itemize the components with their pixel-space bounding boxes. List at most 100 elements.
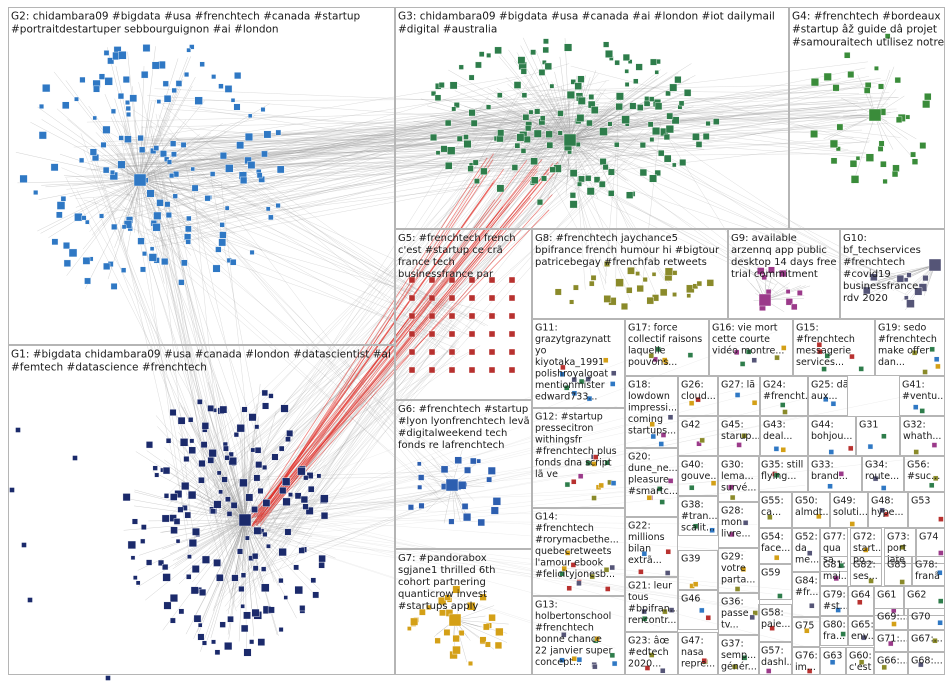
vertex-node[interactable] xyxy=(264,131,271,138)
vertex-node[interactable] xyxy=(232,575,239,582)
vertex-node[interactable] xyxy=(142,251,147,256)
vertex-node[interactable] xyxy=(896,117,902,123)
vertex-node[interactable] xyxy=(191,167,195,171)
vertex-node[interactable] xyxy=(141,71,148,78)
vertex-node[interactable] xyxy=(261,584,269,592)
vertex-node[interactable] xyxy=(215,247,221,253)
vertex-node[interactable] xyxy=(478,519,485,526)
vertex-node[interactable] xyxy=(564,44,572,52)
vertex-node[interactable] xyxy=(171,152,176,157)
vertex-node[interactable] xyxy=(692,133,699,140)
vertex-node[interactable] xyxy=(737,442,742,447)
vertex-node[interactable] xyxy=(246,494,253,501)
vertex-node[interactable] xyxy=(143,44,150,51)
hub-node[interactable] xyxy=(759,294,771,306)
vertex-node[interactable] xyxy=(635,271,639,275)
vertex-node[interactable] xyxy=(187,555,191,559)
vertex-node[interactable] xyxy=(512,165,518,171)
vertex-node[interactable] xyxy=(409,295,415,301)
vertex-node[interactable] xyxy=(675,76,682,83)
vertex-node[interactable] xyxy=(699,608,704,613)
vertex-node[interactable] xyxy=(883,179,888,184)
vertex-node[interactable] xyxy=(189,447,196,454)
vertex-node[interactable] xyxy=(514,82,521,89)
vertex-node[interactable] xyxy=(118,161,126,169)
vertex-node[interactable] xyxy=(650,137,654,141)
vertex-node[interactable] xyxy=(543,47,549,53)
vertex-node[interactable] xyxy=(923,275,929,281)
vertex-node[interactable] xyxy=(450,82,457,89)
vertex-node[interactable] xyxy=(243,612,250,619)
vertex-node[interactable] xyxy=(187,48,191,52)
vertex-node[interactable] xyxy=(436,151,440,155)
vertex-node[interactable] xyxy=(688,353,693,358)
vertex-node[interactable] xyxy=(791,304,797,310)
vertex-node[interactable] xyxy=(913,405,918,410)
vertex-node[interactable] xyxy=(874,66,878,70)
vertex-node[interactable] xyxy=(285,437,290,442)
vertex-node[interactable] xyxy=(935,364,940,369)
vertex-node[interactable] xyxy=(592,496,597,501)
vertex-node[interactable] xyxy=(522,93,527,98)
vertex-node[interactable] xyxy=(444,629,450,635)
vertex-node[interactable] xyxy=(295,493,301,499)
vertex-node[interactable] xyxy=(573,285,578,290)
vertex-node[interactable] xyxy=(848,446,853,451)
vertex-node[interactable] xyxy=(185,512,191,518)
vertex-node[interactable] xyxy=(213,559,220,566)
vertex-node[interactable] xyxy=(540,116,545,121)
vertex-node[interactable] xyxy=(279,548,287,556)
vertex-node[interactable] xyxy=(419,503,425,509)
vertex-node[interactable] xyxy=(219,84,224,89)
vertex-node[interactable] xyxy=(850,522,855,527)
vertex-node[interactable] xyxy=(649,175,656,182)
vertex-node[interactable] xyxy=(172,88,177,93)
vertex-node[interactable] xyxy=(132,519,138,525)
vertex-node[interactable] xyxy=(429,349,435,355)
vertex-node[interactable] xyxy=(146,560,152,566)
vertex-node[interactable] xyxy=(184,72,189,77)
vertex-node[interactable] xyxy=(252,553,258,559)
vertex-node[interactable] xyxy=(237,549,243,555)
vertex-node[interactable] xyxy=(52,239,58,245)
vertex-node[interactable] xyxy=(219,232,226,239)
vertex-node[interactable] xyxy=(660,289,667,296)
vertex-node[interactable] xyxy=(477,459,481,463)
vertex-node[interactable] xyxy=(655,103,662,110)
vertex-node[interactable] xyxy=(929,483,934,488)
vertex-node[interactable] xyxy=(880,161,886,167)
vertex-node[interactable] xyxy=(301,496,308,503)
vertex-node[interactable] xyxy=(209,449,217,457)
vertex-node[interactable] xyxy=(258,639,265,646)
vertex-node[interactable] xyxy=(608,122,613,127)
vertex-node[interactable] xyxy=(261,567,266,572)
vertex-node[interactable] xyxy=(22,543,27,548)
vertex-node[interactable] xyxy=(283,498,291,506)
vertex-node[interactable] xyxy=(10,488,15,493)
vertex-node[interactable] xyxy=(155,473,159,477)
vertex-node[interactable] xyxy=(543,39,548,44)
vertex-node[interactable] xyxy=(286,430,292,436)
vertex-node[interactable] xyxy=(122,225,126,229)
vertex-node[interactable] xyxy=(241,573,246,578)
vertex-node[interactable] xyxy=(157,199,164,206)
vertex-node[interactable] xyxy=(459,630,464,635)
vertex-node[interactable] xyxy=(922,100,930,108)
vertex-node[interactable] xyxy=(774,555,779,560)
vertex-node[interactable] xyxy=(303,504,309,510)
vertex-node[interactable] xyxy=(173,194,178,199)
vertex-node[interactable] xyxy=(429,331,435,337)
vertex-node[interactable] xyxy=(524,136,531,143)
vertex-node[interactable] xyxy=(435,638,441,644)
hub-node[interactable] xyxy=(449,614,461,626)
vertex-node[interactable] xyxy=(637,285,644,292)
vertex-node[interactable] xyxy=(254,475,260,481)
vertex-node[interactable] xyxy=(828,484,833,489)
vertex-node[interactable] xyxy=(157,99,161,103)
vertex-node[interactable] xyxy=(611,371,616,376)
vertex-node[interactable] xyxy=(42,84,50,92)
vertex-node[interactable] xyxy=(254,527,261,534)
vertex-node[interactable] xyxy=(470,458,476,464)
vertex-node[interactable] xyxy=(689,485,694,490)
vertex-node[interactable] xyxy=(666,549,671,554)
